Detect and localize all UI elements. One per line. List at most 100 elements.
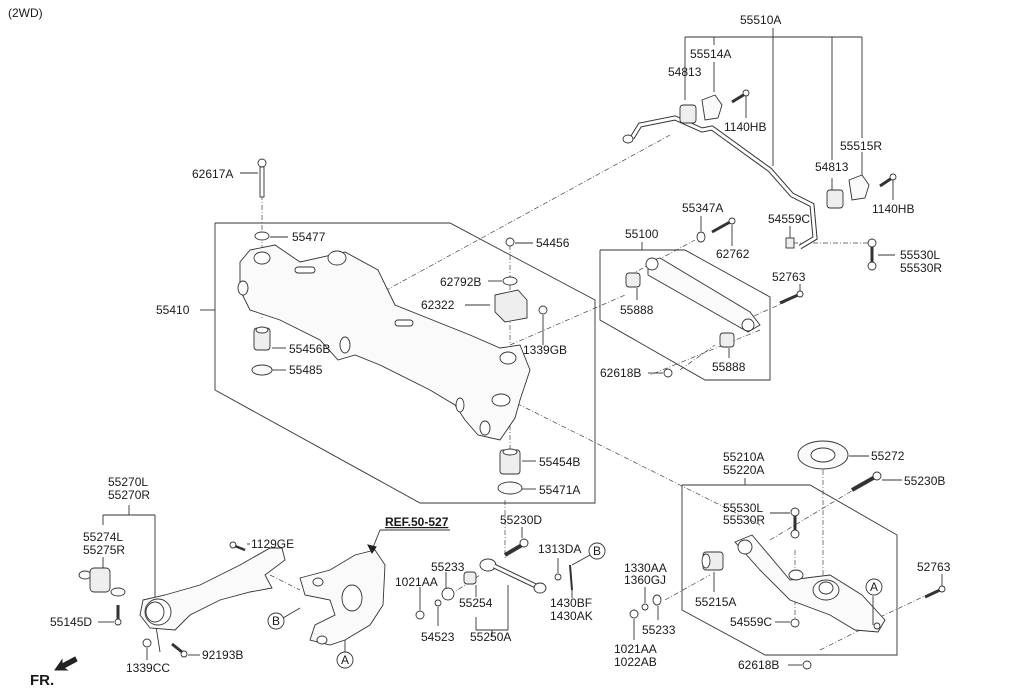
part-label-1430AK[interactable]: 1430AK [550, 609, 593, 623]
part-label-62322[interactable]: 62322 [421, 298, 455, 312]
part-label-55230B[interactable]: 55230B [904, 474, 945, 488]
bolt-52763-top [779, 290, 804, 305]
part-label-1021AA-right[interactable]: 1021AA [614, 642, 657, 656]
bushing-55888-top [625, 272, 641, 288]
bolt-1129ge [229, 541, 246, 552]
part-label-92193B[interactable]: 92193B [202, 648, 243, 662]
stabilizer-link-lower [790, 507, 800, 539]
part-label-52763-top[interactable]: 52763 [772, 270, 806, 284]
nut-54523 [434, 599, 442, 607]
part-label-1022AB[interactable]: 1022AB [614, 655, 657, 669]
stabilizer-bar [622, 115, 818, 250]
part-label-55145D[interactable]: 55145D [50, 615, 92, 629]
part-label-55530L-bottom[interactable]: 55530L [723, 501, 763, 515]
part-label-55210A[interactable]: 55210A [723, 450, 764, 464]
nut-54456 [505, 237, 515, 247]
part-label-55515R[interactable]: 55515R [840, 139, 882, 153]
part-label-62617A[interactable]: 62617A [192, 167, 233, 181]
stabilizer-bushing-right [826, 189, 844, 209]
part-label-55274L[interactable]: 55274L [83, 530, 123, 544]
part-label-55888-top[interactable]: 55888 [620, 303, 654, 317]
part-label-54813-left[interactable]: 54813 [668, 65, 702, 79]
bushing-55454b [499, 448, 521, 475]
part-label-55270R[interactable]: 55270R [108, 488, 150, 502]
callout-a-knuckle: A [336, 651, 354, 669]
nut-62618b-bottom [802, 660, 812, 670]
crossmember [237, 244, 531, 441]
part-label-52763-bottom[interactable]: 52763 [917, 560, 951, 574]
part-label-1339GB[interactable]: 1339GB [523, 343, 567, 357]
part-label-1021AA-left[interactable]: 1021AA [395, 575, 438, 589]
washer-55233-left [441, 587, 455, 601]
part-label-55530R-top[interactable]: 55530R [900, 261, 942, 275]
part-number-labels: 55510A 55514A 54813 1140HB 55515R 54813 … [50, 13, 951, 675]
nut-54559c-upper [785, 237, 795, 249]
nut-1313da [554, 573, 562, 581]
part-label-55220A[interactable]: 55220A [723, 463, 764, 477]
part-label-55272[interactable]: 55272 [871, 449, 905, 463]
bushing-55888-bottom [719, 332, 735, 348]
part-label-62792B[interactable]: 62792B [440, 275, 481, 289]
cotter-pin-1430bf [569, 564, 573, 591]
crossmember-assembly-box [214, 222, 596, 504]
part-label-55233-left[interactable]: 55233 [431, 560, 465, 574]
part-label-55347A[interactable]: 55347A [682, 201, 723, 215]
part-label-55888-bottom[interactable]: 55888 [712, 360, 746, 374]
trailing-arm-callout-lines [102, 505, 161, 653]
part-label-1129GE[interactable]: 1129GE [251, 537, 294, 551]
stabilizer-bar-callout-lines [684, 28, 863, 190]
part-label-54456[interactable]: 54456 [536, 236, 570, 250]
stabilizer-bracket-right [848, 174, 870, 201]
part-label-55250A[interactable]: 55250A [470, 630, 511, 644]
part-label-1360GJ[interactable]: 1360GJ [624, 573, 666, 587]
part-label-55100[interactable]: 55100 [625, 227, 659, 241]
lower-arm-assembly-box [681, 484, 898, 656]
svg-text:B: B [272, 614, 280, 628]
part-label-55254[interactable]: 55254 [459, 596, 493, 610]
reference-link[interactable]: REF.50-527 [385, 515, 449, 529]
part-label-1140HB-left[interactable]: 1140HB [724, 120, 766, 134]
part-label-55530R-bottom[interactable]: 55530R [723, 513, 765, 527]
part-label-62762[interactable]: 62762 [716, 247, 750, 261]
part-label-1330AA[interactable]: 1330AA [624, 561, 667, 575]
part-label-54559C-bottom[interactable]: 54559C [730, 615, 772, 629]
part-label-54523[interactable]: 54523 [421, 630, 455, 644]
part-label-55477[interactable]: 55477 [292, 230, 326, 244]
part-label-55233-right[interactable]: 55233 [642, 623, 676, 637]
nut-1339gb [538, 305, 548, 315]
part-label-55230D[interactable]: 55230D [500, 513, 542, 527]
part-label-54813-right[interactable]: 54813 [815, 160, 849, 174]
part-label-1313DA[interactable]: 1313DA [538, 542, 581, 556]
bushing-55456b [253, 326, 271, 351]
nut-1339cc [142, 638, 152, 648]
part-label-54559C-top[interactable]: 54559C [768, 212, 810, 226]
svg-text:A: A [870, 580, 878, 594]
part-label-55270L[interactable]: 55270L [108, 475, 148, 489]
part-label-55275R[interactable]: 55275R [83, 543, 125, 557]
stabilizer-bracket-left [701, 94, 723, 121]
bolt-52763-bottom [924, 585, 946, 599]
part-label-62618B-bottom[interactable]: 62618B [738, 658, 779, 672]
nut-1021aa-left [415, 610, 425, 620]
assist-arm [479, 558, 547, 594]
part-label-55410[interactable]: 55410 [156, 303, 190, 317]
part-label-55514A[interactable]: 55514A [690, 47, 731, 61]
bolt-55145d [114, 605, 122, 626]
part-label-62618B-top[interactable]: 62618B [600, 366, 641, 380]
part-label-55215A[interactable]: 55215A [695, 595, 736, 609]
part-label-1430BF[interactable]: 1430BF [550, 596, 592, 610]
plate-55485 [251, 364, 273, 376]
part-label-55530L-top[interactable]: 55530L [900, 248, 940, 262]
part-label-1339CC[interactable]: 1339CC [126, 661, 170, 675]
bushing-55215a [701, 551, 724, 571]
callout-b-assist-arm: B [588, 542, 606, 560]
part-label-55471A[interactable]: 55471A [539, 483, 580, 497]
part-label-55485[interactable]: 55485 [289, 363, 323, 377]
part-label-55456B[interactable]: 55456B [289, 342, 330, 356]
part-label-1140HB-right[interactable]: 1140HB [872, 202, 914, 216]
part-label-55510A[interactable]: 55510A [740, 13, 781, 27]
part-label-55454B[interactable]: 55454B [539, 455, 580, 469]
svg-text:B: B [593, 544, 601, 558]
washer-55477 [254, 231, 270, 241]
